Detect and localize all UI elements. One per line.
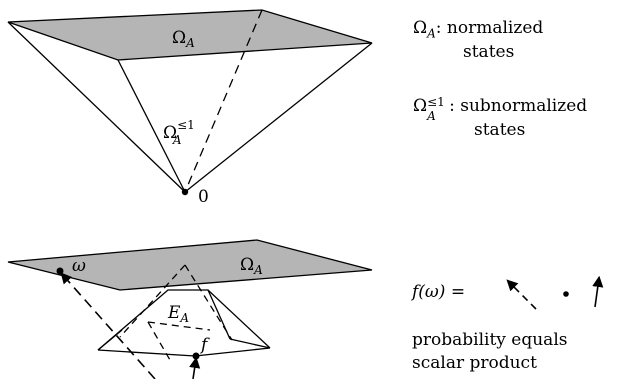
cone-edge-back-hidden — [184, 9, 263, 193]
effect-set-mid-edge-4 — [194, 347, 271, 357]
legend-probability-line1: probability equals — [412, 330, 568, 350]
bottom-effect-diagram: ω ΩA EA f — [7, 239, 373, 379]
effect-set-mid-edge-1 — [97, 329, 123, 351]
bottom-plane-label: ΩA — [240, 255, 263, 277]
legend-f-of-omega: f(ω) = — [412, 282, 466, 302]
top-plane-label: ΩA — [172, 28, 195, 50]
legend-subnormalized-line2: states — [474, 120, 526, 140]
apex-point — [181, 188, 189, 196]
legend-solid-vector — [592, 275, 604, 308]
legend-normalized: ΩA: normalized — [413, 17, 543, 44]
effect-set-edge-hidden-1 — [119, 264, 186, 338]
scalar-product-illustration — [506, 275, 604, 310]
effect-vector-arrow — [189, 356, 201, 379]
effect-set-label: EA — [167, 303, 189, 325]
state-vector-arrow — [60, 272, 156, 379]
cone-edge-front — [117, 59, 186, 193]
legend-normalized-line1: normalized — [446, 18, 544, 38]
legend-normalized-line2: states — [463, 42, 515, 62]
legend-subnormalized-line1: subnormalized — [460, 96, 588, 116]
effect-set-mid-edge-2 — [207, 289, 231, 340]
effect-f-point — [192, 352, 200, 360]
cone-edge-right — [184, 42, 373, 193]
effect-set-mid-edge-5 — [229, 338, 271, 349]
apex-label: 0 — [198, 187, 209, 207]
bottom-normalized-states-plane — [7, 239, 373, 291]
cone-edge-left — [7, 21, 186, 193]
effect-set-outline — [97, 289, 271, 351]
state-omega-point — [56, 267, 64, 275]
legend-dashed-vector — [506, 279, 537, 310]
effect-set-mid-edge-3 — [97, 349, 196, 357]
legend-normalized-symbol: ΩA: — [413, 18, 442, 41]
state-omega-label: ω — [72, 256, 86, 276]
effect-set-edge-hidden-3 — [147, 321, 211, 331]
normalized-states-plane — [7, 9, 373, 61]
effect-f-label: f — [199, 335, 210, 355]
dot-product-dot — [563, 291, 569, 297]
legend-probability-line2: scalar product — [412, 353, 537, 373]
